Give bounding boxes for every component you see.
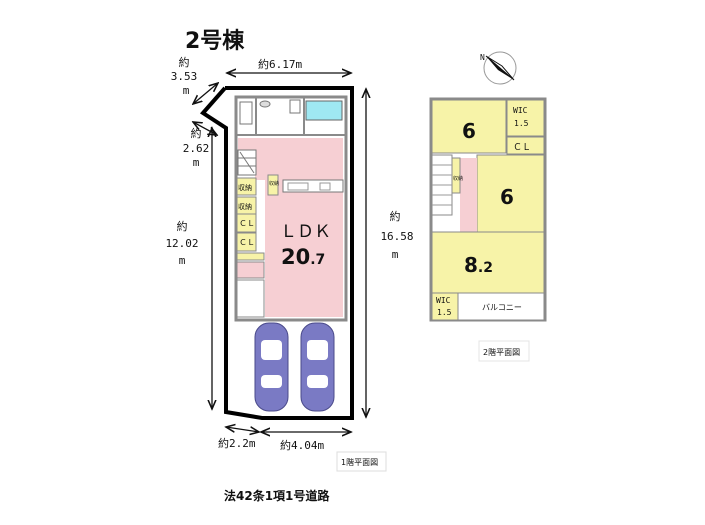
floor2-label: 2階平面図 — [483, 347, 520, 357]
storage-label: 収納 — [269, 180, 279, 187]
closet-label: ＣＬ — [513, 143, 531, 153]
closet-label: ＣＬ — [239, 238, 255, 247]
wic-size: 1.5 — [514, 119, 529, 128]
dim-corner-b: m — [193, 156, 200, 169]
dim-right: 16.58 — [380, 230, 413, 243]
dim-bottom-a: 約2.2m — [218, 436, 256, 450]
dim-bottom-b: 約4.04m — [280, 438, 324, 452]
storage-label: 収納 — [453, 175, 463, 182]
storage-label: 収納 — [238, 183, 252, 192]
ldk-size: 20.7 — [281, 245, 325, 269]
floor1-label: 1階平面図 — [341, 457, 378, 467]
dim-corner-a: m — [183, 84, 190, 97]
dim-corner-a: 3.53 — [171, 70, 198, 83]
room-6-east: 6 — [500, 185, 514, 209]
dim-corner-b: 約 — [191, 126, 202, 140]
dim-top: 約6.17m — [258, 57, 302, 71]
room-6-north: 6 — [462, 119, 476, 143]
dim-corner-b: 2.62 — [183, 142, 210, 155]
dim-left: 12.02 — [165, 237, 198, 250]
wic-label: WIC — [436, 296, 451, 305]
dim-right: m — [392, 248, 399, 261]
floor1-plan: 収納 収納 ＣＬ ＣＬ 収納 ＬＤＫ 20.7 — [234, 95, 348, 322]
svg-text:N: N — [480, 53, 485, 62]
dim-left: m — [179, 254, 186, 267]
dim-corner-a: 約 — [179, 55, 190, 69]
floor2-plan: 6 6 8.2 WIC 1.5 ＣＬ 収納 WIC 1.5 バルコニー — [429, 97, 547, 322]
north-compass-icon: N — [480, 51, 517, 85]
road-label: 法42条1項1号道路 — [224, 488, 330, 503]
ldk-label: ＬＤＫ — [280, 222, 331, 242]
parking-car-icon — [254, 322, 289, 412]
wic-size: 1.5 — [437, 308, 452, 317]
parking-car-icon — [300, 322, 335, 412]
wic-label: WIC — [513, 106, 528, 115]
room-8-2: 8.2 — [464, 253, 493, 277]
dimension-lines — [193, 73, 366, 432]
dim-left: 約 — [177, 219, 188, 233]
balcony-label: バルコニー — [482, 303, 522, 312]
closet-label: ＣＬ — [239, 219, 255, 228]
dim-right: 約 — [390, 209, 401, 223]
building-title: 2号棟 — [185, 28, 245, 54]
lot-boundary — [199, 86, 354, 420]
storage-label: 収納 — [238, 202, 252, 211]
